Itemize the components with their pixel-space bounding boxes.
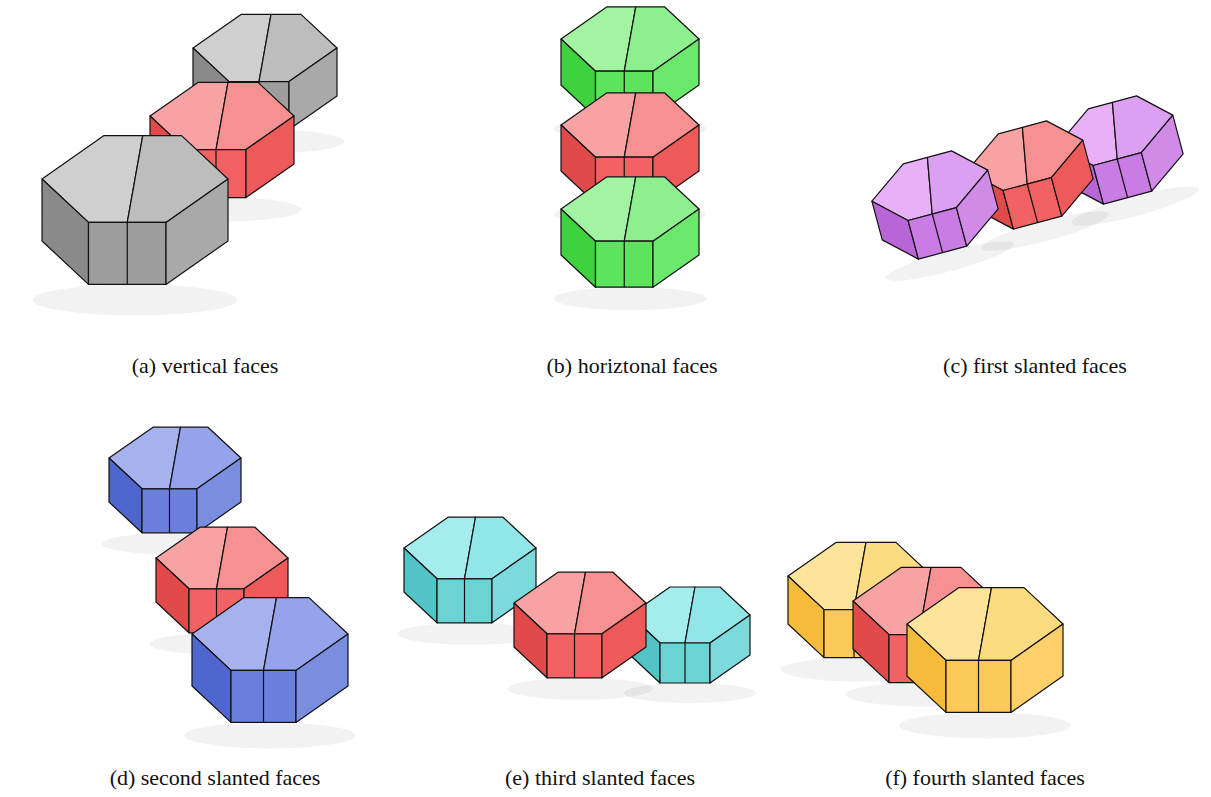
- prism-block: [859, 142, 1017, 288]
- face-edge: [978, 660, 979, 712]
- prism-face: [660, 643, 710, 683]
- prism-block: [1044, 87, 1202, 233]
- panel-caption: (b) horiztonal faces: [546, 353, 717, 379]
- panel-caption: (d) second slanted faces: [110, 765, 321, 791]
- prism-face: [596, 241, 654, 287]
- prism-face: [246, 116, 294, 198]
- prism-face: [296, 634, 348, 722]
- face-edge: [684, 643, 685, 683]
- face-edge: [464, 579, 465, 623]
- face-edge: [127, 222, 128, 284]
- prism-block: [184, 598, 356, 749]
- prism-face: [142, 489, 197, 533]
- shadow: [184, 722, 356, 748]
- shadow: [554, 287, 706, 310]
- prism-block: [507, 572, 652, 700]
- panel-caption: (a) vertical faces: [132, 353, 279, 379]
- prism-face: [547, 634, 602, 678]
- face-edge: [932, 214, 942, 253]
- face-edge: [1027, 184, 1037, 223]
- face-edge: [624, 241, 625, 287]
- panel-caption: (c) first slanted faces: [943, 353, 1127, 379]
- prism-face: [89, 222, 167, 284]
- face-edge: [169, 489, 170, 533]
- shadow: [899, 712, 1071, 738]
- face-edge: [1117, 159, 1127, 198]
- prism-face: [949, 170, 1005, 246]
- prism-face: [561, 209, 596, 287]
- prism-face: [602, 603, 646, 678]
- panel-caption: (e) third slanted faces: [505, 765, 695, 791]
- shadow: [507, 678, 652, 700]
- prism-face: [1134, 115, 1190, 191]
- shadow: [33, 284, 238, 315]
- prism-face: [946, 660, 1011, 712]
- prism-face: [788, 576, 824, 658]
- prism-face: [514, 603, 547, 678]
- prism-face: [404, 548, 437, 623]
- prism-face: [166, 179, 228, 284]
- prism-block: [554, 177, 706, 310]
- prism-face: [156, 558, 189, 633]
- prism-face: [653, 209, 699, 287]
- prism-face: [437, 579, 492, 623]
- panel-caption: (f) fourth slanted faces: [885, 765, 1085, 791]
- prism-face: [197, 458, 241, 533]
- prism-face: [109, 458, 142, 533]
- prism-face: [710, 615, 750, 683]
- face-edge: [574, 634, 575, 678]
- prism-face: [1011, 624, 1063, 712]
- prism-face: [907, 624, 946, 712]
- prism-face: [192, 634, 231, 722]
- prism-block: [899, 588, 1071, 739]
- prism-face: [289, 48, 337, 130]
- prism-face: [42, 179, 89, 284]
- prism-block: [33, 136, 238, 316]
- prism-face: [1044, 140, 1100, 216]
- prism-face: [853, 601, 889, 683]
- prism-face: [231, 670, 296, 722]
- face-edge: [263, 670, 264, 722]
